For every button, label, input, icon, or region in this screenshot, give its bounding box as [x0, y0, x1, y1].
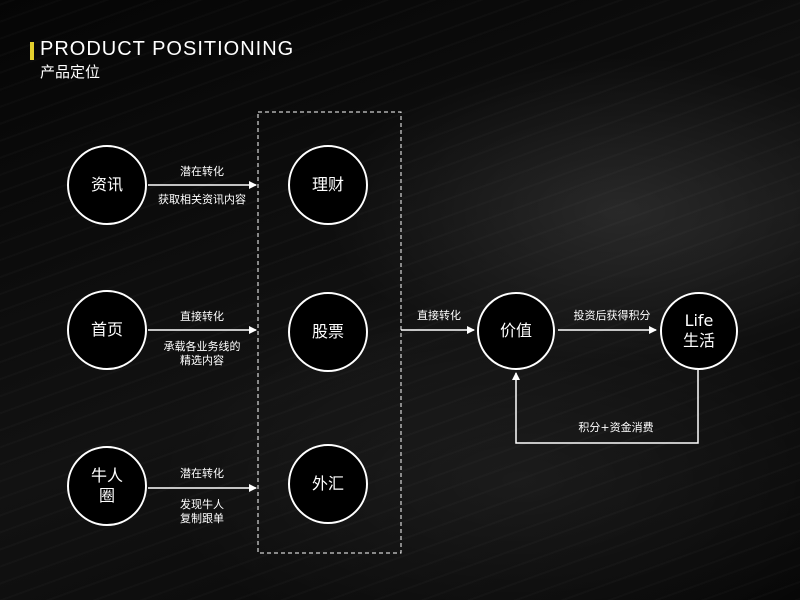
- label-source-2-bottom: 承载各业务线的 精选内容: [163, 340, 241, 367]
- node-stocks: 股票: [288, 292, 368, 372]
- label-loop: 积分+资金消费: [578, 421, 654, 434]
- label-source-1-top: 潜在转化: [180, 165, 224, 178]
- label-source-3-top: 潜在转化: [180, 467, 224, 480]
- node-value: 价值: [477, 292, 555, 370]
- node-wealth-management: 理财: [288, 145, 368, 225]
- products-group-box: [257, 111, 402, 554]
- label-source-2-top: 直接转化: [180, 310, 224, 323]
- loop-arrow: [512, 370, 699, 444]
- title-chinese: 产品定位: [40, 63, 101, 81]
- title-english: PRODUCT POSITIONING: [40, 38, 295, 60]
- title-accent-bar: [30, 42, 34, 60]
- node-news: 资讯: [67, 145, 147, 225]
- label-group-to-value: 直接转化: [417, 309, 461, 322]
- label-source-3-bottom: 发现牛人 复制跟单: [180, 498, 224, 525]
- node-homepage: 首页: [67, 290, 147, 370]
- node-life: Life 生活: [660, 292, 738, 370]
- label-source-1-bottom: 获取相关资讯内容: [158, 193, 246, 206]
- label-value-to-life: 投资后获得积分: [573, 309, 651, 322]
- node-forex: 外汇: [288, 444, 368, 524]
- node-expert-circle: 牛人 圈: [67, 446, 147, 526]
